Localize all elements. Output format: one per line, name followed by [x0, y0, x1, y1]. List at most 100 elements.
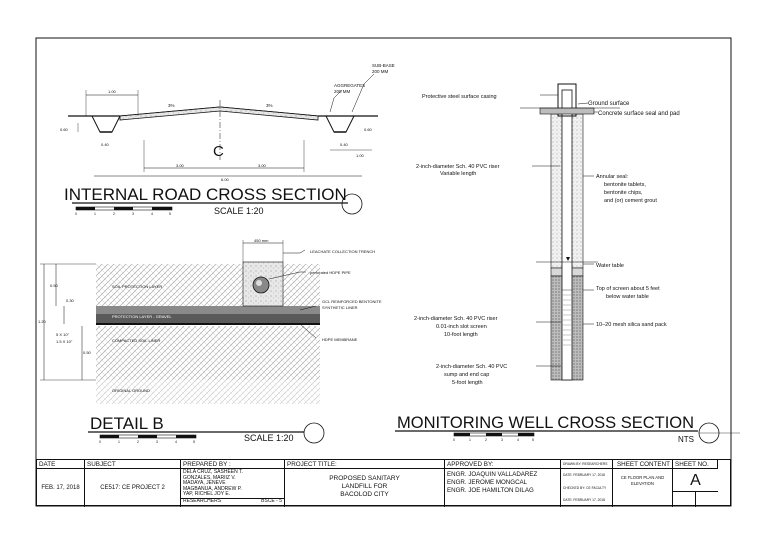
tb-researchers: RESEARCHERS [183, 497, 222, 504]
road-dim-ditch-right: 0.40 [340, 142, 349, 147]
detail-dim-c: 1.20 [38, 319, 47, 324]
well-title: MONITORING WELL CROSS SECTION [397, 414, 694, 432]
tb-prepared-3: MADAYA, JENEVE [183, 480, 226, 487]
tb-subject-header: SUBJECT [85, 460, 181, 469]
svg-text:1: 1 [118, 440, 120, 444]
well-scale-bar: 0 1 2 3 4 5 [453, 432, 535, 442]
road-subbase-label: SUB-BASE [372, 63, 395, 68]
detail-gcl-label: GCL REINFORCED BENTONITE [322, 299, 382, 304]
detail-leachate-label: LEACHATE COLLECTION TRENCH [310, 249, 375, 254]
well-ground-label: Ground surface [588, 101, 630, 107]
svg-text:3: 3 [156, 440, 158, 444]
road-dim-shoulder-right: 1.00 [356, 153, 365, 158]
well-riser-length: Variable length [440, 171, 476, 177]
tb-project: PROPOSED SANITARY LANDFILL FOR BACOLOD C… [285, 469, 445, 507]
tb-drawn-header: DRAWN BY: RESEARCHERS [561, 460, 613, 469]
well-seal-label: Concrete surface seal and pad [598, 111, 680, 117]
well-screen-slot-label: 0.01-inch slot screen [436, 324, 487, 330]
tb-sheetno-header: SHEET NO. [673, 460, 718, 469]
svg-text:5: 5 [532, 438, 534, 442]
svg-text:0: 0 [453, 438, 455, 442]
well-screen-top-label: Top of screen about 5 feet [596, 286, 660, 292]
tb-checked: CHECKED BY: CE FACULTY [563, 485, 607, 490]
svg-text:4: 4 [517, 438, 519, 442]
detail-dim-e: 1.5 X 10" [56, 339, 73, 344]
road-dim-top: 1.00 [108, 89, 117, 94]
road-subbase-thk: 200 MM [372, 69, 389, 74]
well-sump-label-2: sump and end cap [444, 372, 489, 378]
tb-prepared: DELA CRUZ, SASHEEN T. GONZALES, MARIIZ V… [181, 469, 285, 507]
detail-compacted-label: COMPACTED SOIL LINER [112, 338, 160, 343]
detail-hdpe-label: HDPE MEMBRANE [322, 337, 358, 342]
well-sump-label: 2-inch-diameter Sch. 40 PVC [436, 364, 507, 370]
svg-text:0: 0 [75, 212, 77, 216]
road-aggregates-thk: 200 MM [334, 89, 351, 94]
svg-text:3: 3 [132, 212, 134, 216]
tb-sheet-no: A [673, 471, 718, 492]
detail-scale-bar: 0 1 2 3 4 5 [99, 434, 197, 444]
svg-text:2: 2 [485, 438, 487, 442]
svg-text:3: 3 [501, 438, 503, 442]
tb-approved-header: APPROVED BY: [445, 460, 561, 469]
tb-approved-3: ENGR. JOE HAMILTON DILAG [447, 487, 534, 494]
detail-soil-protection-label: SOIL PROTECTION LAYER [112, 284, 162, 289]
monitoring-well: Protective steel surface casing Ground s… [395, 83, 740, 444]
well-screen-length-label: 10-foot length [444, 332, 478, 338]
well-scale: NTS [678, 435, 694, 444]
concrete-pad [539, 107, 595, 115]
road-callout-circle [341, 193, 363, 215]
well-riser-label: 2-inch-diameter Sch. 40 PVC riser [416, 164, 500, 170]
detail-dim-trench: 450 mm [254, 238, 269, 243]
road-slope-right: 3% [266, 103, 273, 108]
well-annular-label: Annular seal: [596, 174, 629, 180]
sheet-border [35, 37, 732, 507]
tb-prepared-4: MAGBANUA, ANDREW P. [183, 485, 242, 492]
well-sand-label: 10–20 mesh silica sand pack [596, 322, 667, 328]
tb-subject: CE517: CE PROJECT 2 [85, 469, 181, 507]
tb-content-2: ELEVATION [631, 481, 654, 486]
tb-approved-2: ENGR. JEROME MONGCAL [447, 479, 528, 486]
svg-text:4: 4 [175, 440, 177, 444]
svg-text:2: 2 [113, 212, 115, 216]
detail-scale: SCALE 1:20 [244, 433, 294, 443]
tb-checked-date: DATE: FEBRUARY 17, 2018 [563, 498, 605, 503]
svg-text:4: 4 [151, 212, 153, 216]
well-screen-top-label-2: below water table [606, 294, 649, 300]
svg-text:5: 5 [193, 440, 195, 444]
detail-dim-d: 5 X 10" [56, 332, 70, 337]
detail-b: 450 mm SOIL PROTECTION LAYER PROTECTION … [38, 238, 382, 444]
svg-text:5: 5 [169, 212, 171, 216]
well-water-table-label: Water table [596, 263, 624, 269]
road-dim-total: 6.00 [221, 177, 230, 182]
gravel-layer [96, 314, 320, 324]
detail-gcl-label-2: SYNTHETIC LINER [322, 305, 358, 310]
gcl-layer [96, 306, 320, 314]
tb-project-header: PROJECT TITLE: [285, 460, 445, 469]
detail-dim-f: 0.50 [83, 350, 92, 355]
detail-callout-circle [303, 422, 325, 444]
title-block: DATE SUBJECT PREPARED BY : PROJECT TITLE… [36, 459, 731, 507]
tb-approved-1: ENGR. JOAQUIN VALLADAREZ [447, 471, 538, 478]
svg-text:1: 1 [94, 212, 96, 216]
road-dim-half-right: 3.00 [258, 163, 267, 168]
tb-date: FEB. 17, 2018 [37, 469, 85, 507]
svg-text:1: 1 [469, 438, 471, 442]
tb-prepared-2: GONZALES, MARIIZ V. [183, 474, 236, 481]
road-dim-half-left: 3.00 [176, 163, 185, 168]
road-pavement [119, 106, 319, 121]
detail-dim-a: 0.50 [50, 283, 59, 288]
svg-text:2: 2 [137, 440, 139, 444]
compacted-soil-layer [96, 326, 320, 380]
tb-prepared-5: YAP, RICHEL JOY E. [183, 491, 231, 498]
tb-sheetno-cell: A [673, 469, 718, 507]
detail-pipe-label: perforated HDPE PIPE [310, 270, 351, 275]
road-dim-ditch-left: 0.40 [101, 142, 110, 147]
tb-bsce: BSCE - 5 [261, 497, 282, 504]
road-aggregates-label: AGGREGATES [334, 83, 365, 88]
tb-content-1: CE FLOOR PLAN AND [620, 475, 665, 480]
detail-ground-label: ORIGINAL GROUND [112, 388, 150, 393]
road-slope-left: 3% [168, 103, 175, 108]
well-annular-1: bentonite tablets, [604, 182, 646, 188]
tb-project-1: PROPOSED SANITARY [329, 475, 400, 482]
